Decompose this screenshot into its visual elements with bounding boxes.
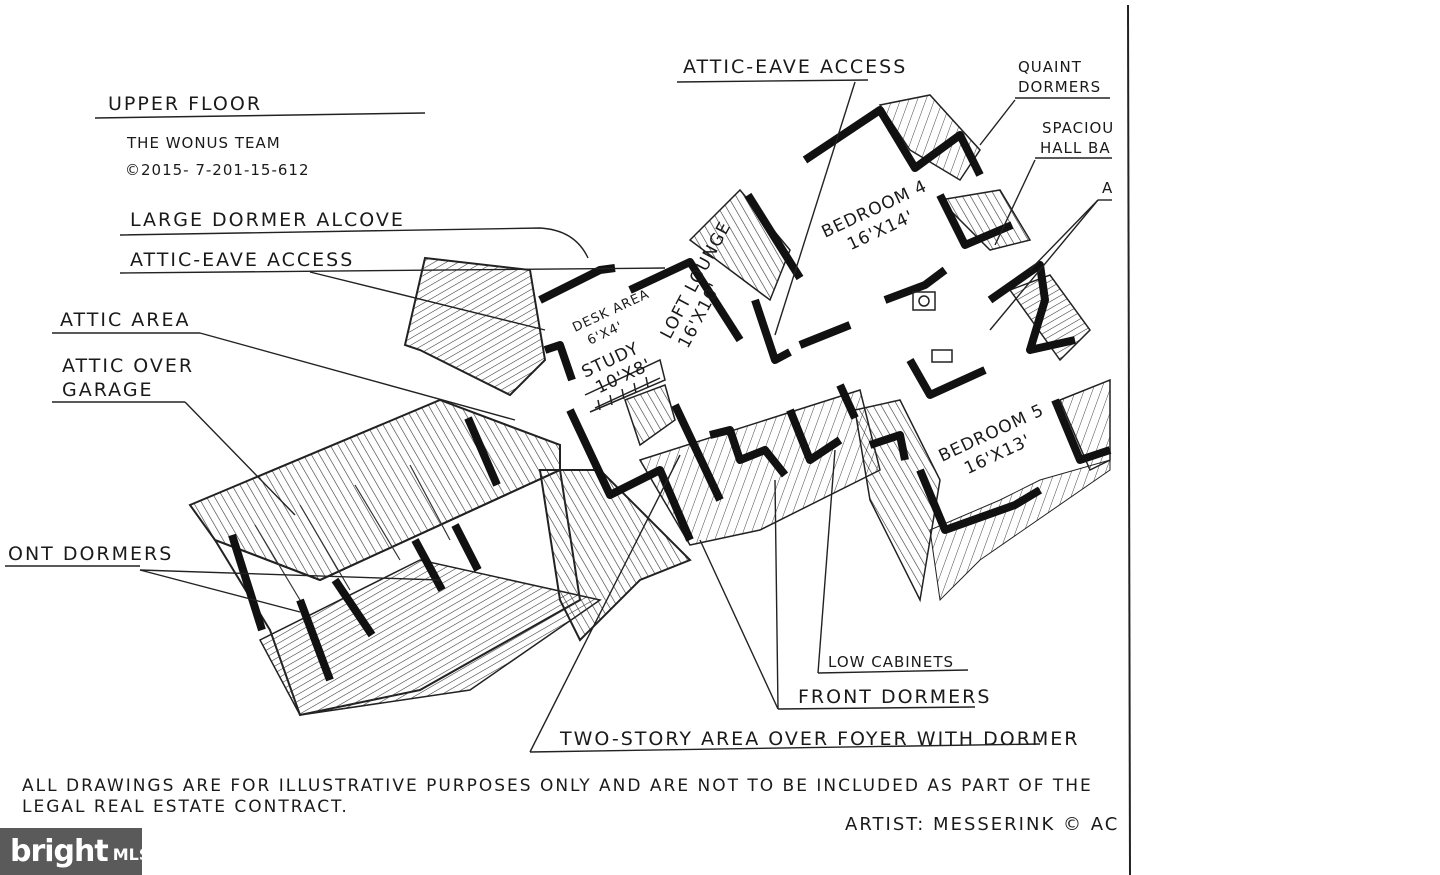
label-low-cabinets: LOW CABINETS <box>828 653 954 671</box>
callout-front-dormers-left: ONT DORMERS <box>5 543 441 613</box>
label-attic-area: ATTIC AREA <box>60 309 191 331</box>
label-front-dormers-left: ONT DORMERS <box>8 543 173 565</box>
label-attic-over-garage-line2: GARAGE <box>62 379 154 401</box>
room-bedroom-4: BEDROOM 4 16'X14' <box>819 176 931 255</box>
room-desk-area: DESK AREA 6'X4' <box>570 287 652 349</box>
label-cut-a: A <box>1102 179 1113 197</box>
label-attic-over-garage-line1: ATTIC OVER <box>62 355 194 377</box>
callout-attic-eave-access-top: ATTIC-EAVE ACCESS <box>676 56 907 336</box>
team-name: THE WONUS TEAM <box>126 134 281 152</box>
roof-right-wing <box>688 94 1111 603</box>
label-quaint-dormers-line1: QUAINT <box>1018 58 1082 76</box>
logo-brand: bright <box>10 834 109 869</box>
label-large-dormer-alcove: LARGE DORMER ALCOVE <box>130 209 405 231</box>
label-attic-eave-access-top: ATTIC-EAVE ACCESS <box>683 56 907 78</box>
stair-details <box>584 291 953 447</box>
walls <box>228 106 1112 682</box>
label-quaint-dormers-line2: DORMERS <box>1018 78 1101 96</box>
disclaimer-line-2: LEGAL REAL ESTATE CONTRACT. <box>22 797 349 817</box>
label-spacious-hall-bath-line1: SPACIOU <box>1042 119 1114 137</box>
label-spacious-hall-bath-line2: HALL BA <box>1040 139 1111 157</box>
callout-large-dormer-alcove: LARGE DORMER ALCOVE <box>119 209 589 259</box>
callout-quaint-dormers: QUAINT DORMERS <box>979 58 1110 146</box>
label-attic-eave-access-left: ATTIC-EAVE ACCESS <box>130 249 354 271</box>
callout-two-story-area: TWO-STORY AREA OVER FOYER WITH DORMER <box>529 454 1080 753</box>
callout-attic-area: ATTIC AREA <box>52 309 516 421</box>
sheet-edge <box>1127 4 1131 875</box>
label-front-dormers-right: FRONT DORMERS <box>798 686 991 708</box>
artist-credit: ARTIST: MESSERINK © AC <box>845 814 1119 835</box>
callout-attic-eave-access-left: ATTIC-EAVE ACCESS <box>119 249 666 331</box>
logo-suffix: MLS <box>112 845 151 864</box>
room-bedroom-5: BEDROOM 5 16'X13' <box>936 400 1048 479</box>
callout-attic-over-garage: ATTIC OVER GARAGE <box>52 355 296 516</box>
roof-front-lower <box>258 389 881 716</box>
callout-low-cabinets: LOW CABINETS <box>817 449 969 674</box>
callout-spacious-hall-bath: SPACIOU HALL BA <box>994 119 1114 246</box>
disclaimer-line-1: ALL DRAWINGS ARE FOR ILLUSTRATIVE PURPOS… <box>22 776 1093 796</box>
callout-front-dormers-right: FRONT DORMERS <box>699 479 991 710</box>
copyright-line: ©2015- 7-201-15-612 <box>125 161 309 179</box>
callout-cut-label: A <box>989 179 1113 331</box>
sheet-title: UPPER FLOOR <box>108 93 262 115</box>
label-two-story-area: TWO-STORY AREA OVER FOYER WITH DORMER <box>559 728 1080 750</box>
dormer-gable <box>403 256 547 397</box>
